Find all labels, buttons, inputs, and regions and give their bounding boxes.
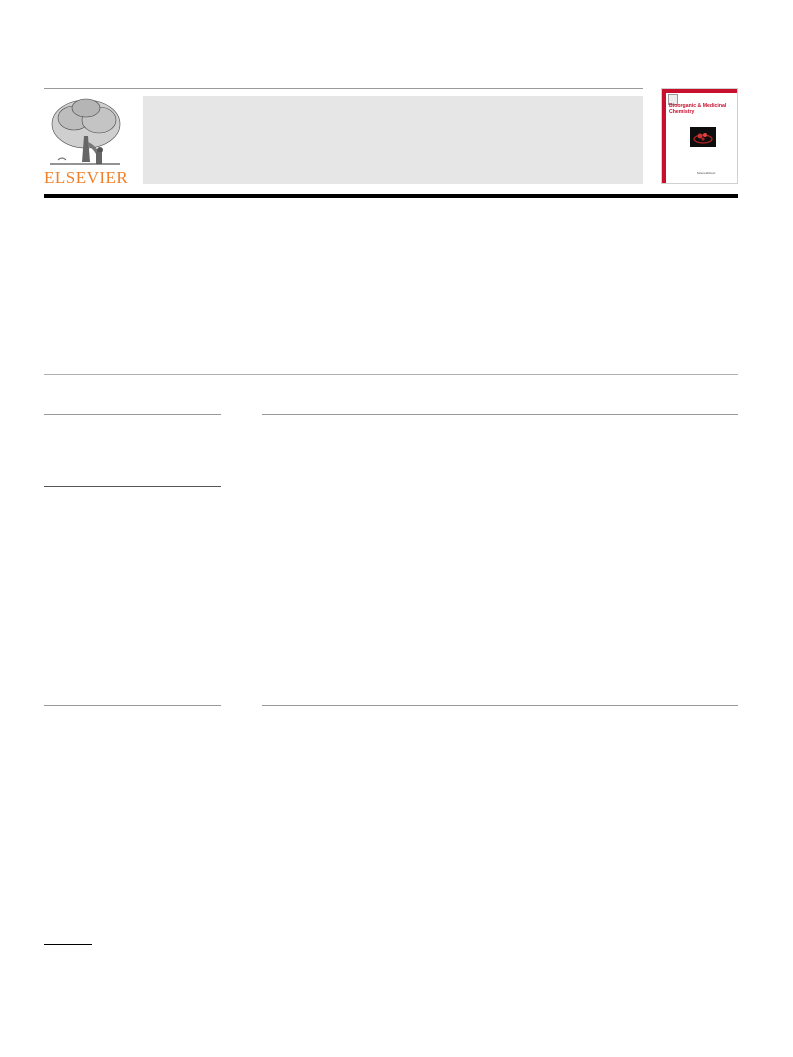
abstract-top-rule [262,414,738,415]
cover-publisher-mark: ScienceDirect [696,171,716,175]
keywords-top-rule [44,486,221,487]
elsevier-tree-logo [50,98,121,165]
header-top-rule [44,88,643,89]
elsevier-wordmark: ELSEVIER [44,168,129,187]
header-thick-rule [44,194,738,198]
cover-thumbnail-icon [668,94,678,105]
cover-red-band [662,89,666,183]
article-info-top-rule [44,414,221,415]
cover-red-topbar [666,89,737,93]
article-info-bottom-rule [44,705,221,706]
footnote-rule [44,944,92,945]
cover-title: Bioorganic & Medicinal Chemistry [669,103,727,115]
journal-cover: Bioorganic & Medicinal Chemistry Science… [661,88,738,184]
title-block-bottom-rule [44,374,738,375]
abstract-bottom-rule [262,705,738,706]
journal-masthead [143,96,643,184]
cover-molecule-image [690,127,716,147]
